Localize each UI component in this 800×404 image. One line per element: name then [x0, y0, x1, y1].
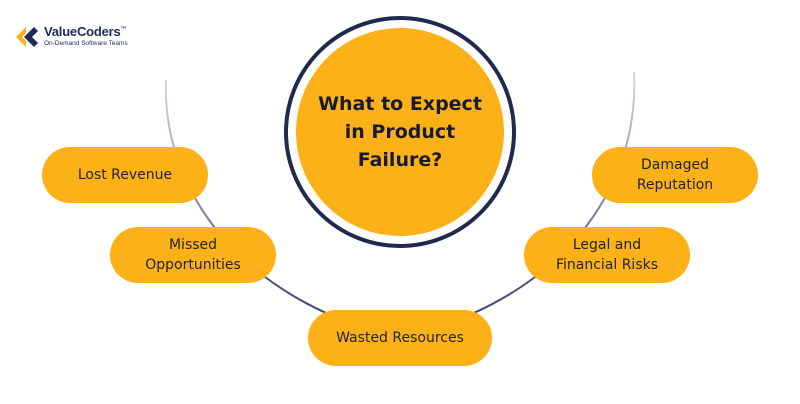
item-legal-financial-risks: Legal and Financial Risks — [524, 227, 690, 283]
brand-name: ValueCoders™ — [44, 24, 127, 39]
item-damaged-reputation: Damaged Reputation — [592, 147, 758, 203]
item-wasted-resources: Wasted Resources — [308, 310, 492, 366]
brand-tagline: On-Demand Software Teams — [44, 40, 128, 47]
item-lost-revenue: Lost Revenue — [42, 147, 208, 203]
item-missed-opportunities: Missed Opportunities — [110, 227, 276, 283]
trademark-mark: ™ — [120, 26, 127, 33]
center-circle: What to Expect in Product Failure? — [296, 28, 504, 236]
center-title: What to Expect in Product Failure? — [318, 93, 482, 171]
valuecoders-logo-icon — [16, 27, 38, 47]
brand-logo[interactable]: ValueCoders™ On-Demand Software Teams — [14, 22, 154, 54]
